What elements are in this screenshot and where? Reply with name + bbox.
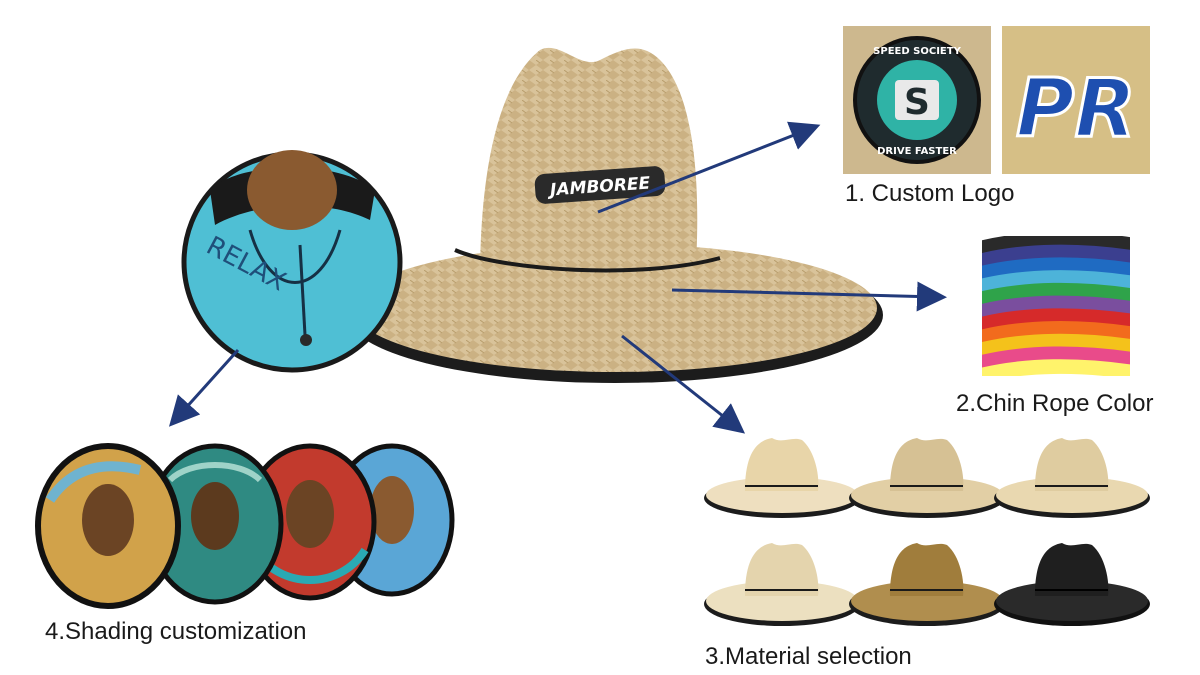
round-patch-letter: S <box>904 82 930 123</box>
custom-logo-patch-round: S SPEED SOCIETY DRIVE FASTER <box>843 26 991 174</box>
material-hat-raffia <box>704 543 860 626</box>
chin-rope-swatches <box>982 236 1130 376</box>
lining-design-1 <box>35 443 181 609</box>
material-hat-black <box>994 543 1150 626</box>
rope-color-band <box>982 295 1130 320</box>
material-hat-brown <box>849 543 1005 626</box>
round-patch-bottom-text: DRIVE FASTER <box>877 146 957 157</box>
chin-rope-caption: 2.Chin Rope Color <box>956 390 1154 417</box>
letters-patch-text: PR <box>1016 62 1136 155</box>
custom-logo-patch-letters: PR <box>1002 26 1150 174</box>
rope-color-band <box>982 346 1130 370</box>
rope-color-band <box>982 333 1130 358</box>
lining-design-3 <box>243 443 377 601</box>
shading-caption: 4.Shading customization <box>45 618 307 645</box>
material-hat-grid <box>700 436 1180 636</box>
round-patch-top-text: SPEED SOCIETY <box>873 46 961 57</box>
rope-color-band <box>982 257 1130 281</box>
rope-color-band <box>982 270 1130 294</box>
lining-zoom-lens: RELAX <box>180 150 405 375</box>
main-straw-hat: JAMBOREE <box>340 30 900 390</box>
material-hat-natural-light <box>704 438 860 518</box>
material-caption: 3.Material selection <box>705 643 912 670</box>
rope-color-band <box>982 321 1130 345</box>
custom-logo-caption: 1. Custom Logo <box>845 180 1015 207</box>
material-hat-wheat <box>994 438 1150 518</box>
rope-color-band <box>982 308 1130 332</box>
shading-hat-linings <box>20 440 460 610</box>
rope-color-band <box>982 236 1130 256</box>
material-hat-seagrass <box>849 438 1005 518</box>
rope-color-band <box>982 244 1130 269</box>
rope-color-band <box>982 359 1130 376</box>
rope-color-band <box>982 282 1130 307</box>
